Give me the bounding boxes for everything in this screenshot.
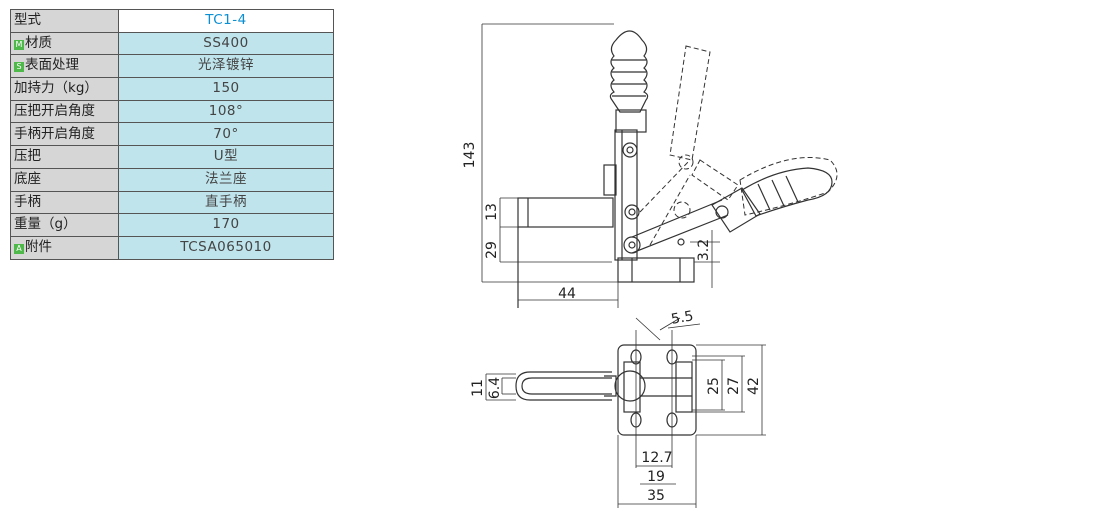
dim-35: 35 (647, 488, 665, 504)
dim-29: 29 (484, 241, 500, 259)
dim-42: 42 (746, 377, 762, 395)
dim-143: 143 (462, 142, 478, 169)
spec-key: 附件 (25, 238, 52, 255)
handle-neck (615, 109, 647, 133)
pressing-arm (517, 197, 614, 228)
open-grip-outline (739, 157, 838, 216)
side-view (481, 23, 838, 308)
dim-12-7: 12.7 (641, 450, 672, 466)
spec-value: 108° (118, 99, 334, 124)
lower-grip (741, 167, 833, 217)
spec-key: 重量（g） (10, 213, 119, 237)
dim-13: 13 (484, 203, 500, 221)
spec-value: 150 (118, 77, 334, 101)
u-bar (515, 371, 612, 401)
open-handle-outline (669, 45, 711, 161)
dim-3-2: 3.2 (696, 239, 712, 261)
spec-row: 压把开启角度 108° (10, 99, 334, 124)
base-plate (617, 344, 697, 436)
spec-value: U型 (118, 145, 334, 169)
badge-icon: A (14, 243, 24, 254)
spec-row: 压把 U型 (10, 145, 334, 169)
spec-row: 底座 法兰座 (10, 167, 334, 192)
clamp-drawing: 143 13 29 44 3.2 (462, 23, 838, 508)
dim-6-4: 6.4 (487, 377, 503, 399)
handle-grip (609, 30, 649, 113)
spindle-block (603, 164, 617, 196)
dim-44: 44 (558, 286, 576, 302)
spec-value: 光泽镀锌 (118, 54, 334, 79)
badge-icon: S (14, 62, 24, 73)
spec-row: 加持力（kg） 150 (10, 77, 334, 101)
dim-5-5: 5.5 (670, 308, 695, 328)
spec-row: 手柄 直手柄 (10, 190, 334, 215)
dim-25: 25 (706, 377, 722, 395)
spec-row: 重量（g） 170 (10, 213, 334, 237)
spec-row-model: 型式 TC1-4 (10, 9, 334, 33)
spec-row: 手柄开启角度 70° (10, 122, 334, 147)
spec-key: 手柄开启角度 (10, 122, 119, 147)
spec-key: 表面处理 (25, 57, 79, 74)
badge-icon: M (14, 39, 24, 50)
spec-value: SS400 (118, 31, 334, 56)
spec-key: 材质 (25, 34, 52, 51)
dim-27: 27 (726, 377, 742, 395)
spec-value: 70° (118, 122, 334, 147)
spec-key: 手柄 (10, 190, 119, 215)
spec-value: 法兰座 (118, 167, 334, 192)
dim-11: 11 (470, 379, 486, 397)
spec-key: 型式 (10, 9, 119, 33)
dim-19: 19 (647, 469, 665, 485)
spec-value: 直手柄 (118, 190, 334, 215)
clamp-base (617, 257, 695, 283)
spec-value: TCSA065010 (118, 235, 334, 260)
side-dimensions: 143 13 29 44 3.2 (462, 142, 712, 302)
clamp-body (614, 129, 638, 261)
top-dimensions: 5.5 11 6.4 25 27 42 12.7 19 35 (470, 308, 762, 504)
spec-key: 底座 (10, 167, 119, 192)
spec-value: TC1-4 (118, 9, 334, 33)
spec-key: 加持力（kg） (10, 77, 119, 101)
spec-value: 170 (118, 213, 334, 237)
spec-key: 压把开启角度 (10, 99, 119, 124)
top-view (485, 317, 766, 508)
spindle-knob (614, 370, 646, 402)
spec-key: 压把 (10, 145, 119, 169)
